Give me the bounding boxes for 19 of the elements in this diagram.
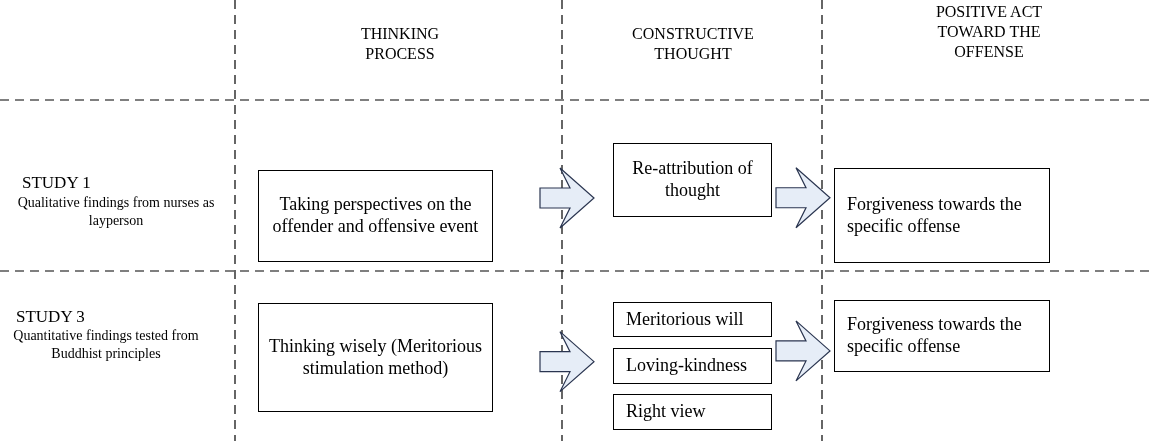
process-box: Forgiveness towards the specific offense bbox=[834, 300, 1050, 372]
process-box: Meritorious will bbox=[613, 302, 772, 337]
column-header: THINKING PROCESS bbox=[359, 24, 441, 64]
block-arrow bbox=[775, 167, 831, 229]
process-box: Taking perspectives on the offender and offensive event bbox=[258, 170, 493, 262]
block-arrow bbox=[539, 331, 595, 393]
block-arrow bbox=[539, 167, 595, 229]
row-header: STUDY 3 bbox=[16, 306, 86, 328]
column-header: POSITIVE ACT TOWARD THE OFFENSE bbox=[934, 2, 1044, 62]
row-description: Qualitative findings from nurses as layperson bbox=[16, 194, 216, 229]
process-box: Thinking wisely (Meritorious stimulation method) bbox=[258, 303, 493, 412]
row-description: Quantitative findings tested from Buddhist principles bbox=[12, 327, 200, 362]
process-box: Loving-kindness bbox=[613, 348, 772, 384]
row-header: STUDY 1 bbox=[22, 172, 92, 194]
block-arrow bbox=[775, 320, 831, 382]
process-box: Right view bbox=[613, 394, 772, 430]
process-box: Re-attribution of thought bbox=[613, 143, 772, 217]
process-box: Forgiveness towards the specific offense bbox=[834, 168, 1050, 263]
column-header: CONSTRUCTIVE THOUGHT bbox=[631, 24, 755, 64]
